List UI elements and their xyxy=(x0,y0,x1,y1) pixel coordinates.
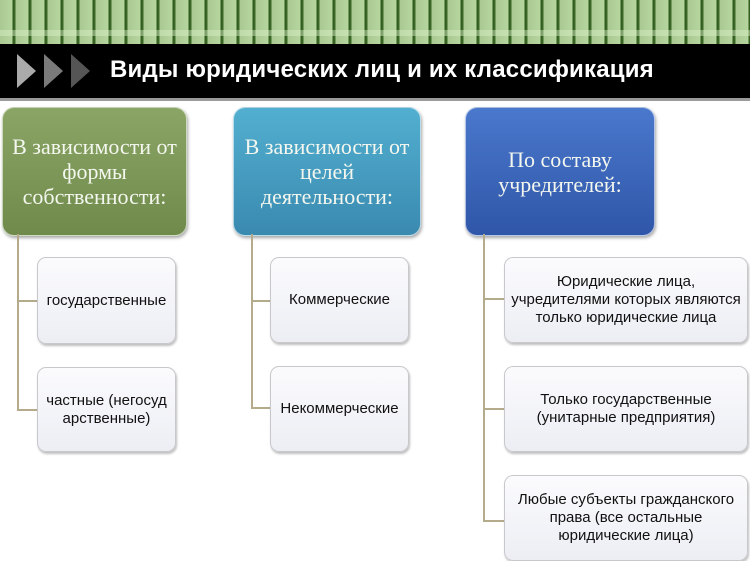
arrow-icon xyxy=(44,54,63,88)
arrow-icon xyxy=(71,54,90,88)
connector-line xyxy=(17,409,37,411)
category-heading-purpose: В зависимости от целей деятельности: xyxy=(233,107,421,236)
connector-line xyxy=(483,408,504,410)
item-founders-state-only: Только государственные (унитарные предпр… xyxy=(504,366,748,452)
title-bar: Виды юридических лиц и их классификация xyxy=(0,44,750,101)
connector-line xyxy=(483,520,504,522)
item-text: государственные xyxy=(46,291,167,309)
connector-line xyxy=(251,407,270,409)
connector-line xyxy=(251,234,253,408)
item-founders-any-subjects: Любые субъекты гражданского права (все о… xyxy=(504,475,748,561)
arrow-icon xyxy=(17,54,36,88)
connector-line xyxy=(17,234,19,410)
item-commercial: Коммерческие xyxy=(270,257,409,343)
category-heading-founders: По составу учредителей: xyxy=(465,107,655,236)
category-heading-ownership: В зависимости от формы собственности: xyxy=(2,107,187,236)
triple-arrows-icon xyxy=(17,54,90,88)
item-founders-legal-entities: Юридические лица, учредителями которых я… xyxy=(504,257,748,343)
item-text: Некоммерческие xyxy=(280,400,399,417)
item-noncommercial: Некоммерческие xyxy=(270,366,409,452)
item-text: частные (негосударственные) xyxy=(46,391,167,427)
connector-line xyxy=(17,300,37,302)
item-text: Только государственные (унитарные предпр… xyxy=(536,391,716,426)
heading-text: В зависимости от формы собственности: xyxy=(12,134,177,209)
heading-text: В зависимости от целей деятельности: xyxy=(244,134,410,209)
heading-text: По составу учредителей: xyxy=(498,146,622,197)
item-text: Любые субъекты гражданского права (все о… xyxy=(517,491,735,544)
item-text: Коммерческие xyxy=(288,291,390,308)
decorative-stripe-band xyxy=(0,0,750,44)
item-private: частные (негосударственные) xyxy=(37,367,176,452)
connector-line xyxy=(483,298,504,300)
slide-title: Виды юридических лиц и их классификация xyxy=(110,56,654,83)
connector-line xyxy=(483,234,485,521)
item-text: Юридические лица, учредителями которых я… xyxy=(511,273,741,326)
item-state-owned: государственные xyxy=(37,257,176,344)
connector-line xyxy=(251,300,270,302)
